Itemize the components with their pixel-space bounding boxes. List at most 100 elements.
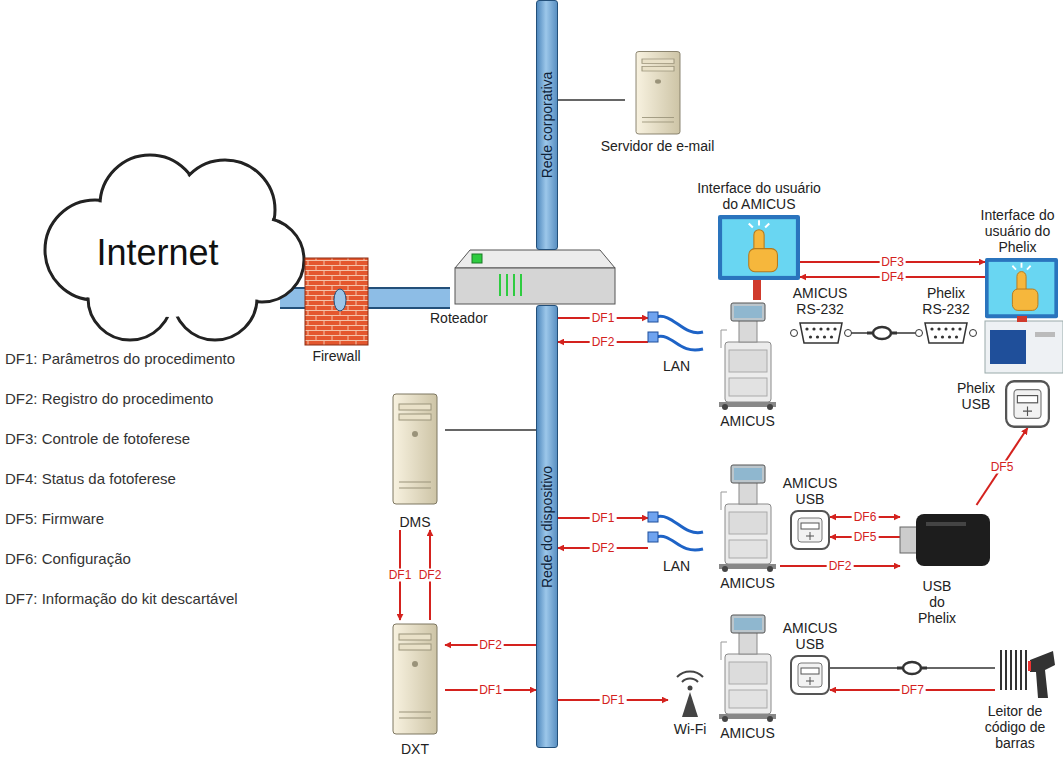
device-node: Phelix RS-232 (915, 320, 977, 346)
firewall-wall (305, 258, 368, 345)
wifi-antenna (677, 671, 703, 682)
screen-stand (1017, 316, 1027, 322)
device-label: Internet (35, 233, 280, 273)
device-label: AMICUS (713, 575, 783, 591)
device-node: DMS (385, 390, 445, 530)
legend-entry: DF4: Status da fotoferese (5, 470, 176, 488)
wifi-antenna (677, 671, 703, 717)
device-label: AMICUS USB (778, 475, 842, 507)
flow-label: DF4 (879, 271, 906, 284)
device-label: Phelix USB (953, 380, 999, 412)
legend-entry: DF1: Parâmetros do procedimento (5, 350, 235, 368)
device-node: AMICUS (715, 462, 780, 572)
barcode-scanner (997, 650, 1055, 698)
device-node: DXT (385, 620, 445, 757)
flow-label: DF1 (590, 312, 617, 325)
device-label: AMICUS USB (778, 620, 842, 652)
device-node: Internet (35, 165, 280, 340)
device-label: USB do Phelix (913, 578, 961, 626)
barcode-scanner (1028, 661, 1031, 671)
device-node: LAN (648, 505, 705, 555)
network-band: Rede corporativa (536, 0, 558, 250)
legend-entry: DF5: Firmware (5, 510, 104, 528)
flow-label: DF1 (600, 694, 627, 707)
device-label: Interface do usuário do Phelix (977, 207, 1059, 255)
data-flow-arrow (977, 428, 1028, 505)
phelix-screen (985, 258, 1058, 318)
amicus-screen (718, 215, 800, 280)
flow-label: DF5 (852, 531, 879, 544)
usb-stick (916, 514, 990, 566)
flow-label: DF2 (827, 560, 854, 573)
device-node: Phelix USB (1005, 380, 1050, 428)
phelix-device (985, 321, 1063, 373)
phelix-device (990, 330, 1026, 364)
device-node: Interface do usuário do AMICUS (718, 215, 800, 280)
rs232-port (791, 323, 852, 343)
lan-cable (648, 512, 703, 550)
device-label: Phelix RS-232 (914, 285, 978, 317)
amicus-device (719, 465, 776, 572)
flow-label: DF2 (417, 569, 444, 582)
device-node: AMICUS (715, 300, 780, 410)
flow-label: DF1 (590, 512, 617, 525)
usb-port (791, 656, 829, 694)
device-label: Firewall (297, 348, 377, 364)
router-box (455, 250, 615, 304)
screen-stand (753, 280, 761, 300)
flow-label: DF7 (899, 684, 926, 697)
device-node: LAN (648, 305, 705, 355)
amicus-device (719, 615, 776, 722)
usb-stick (900, 514, 990, 566)
device-node: AMICUS RS-232 (790, 320, 850, 346)
usb-port (1006, 381, 1049, 427)
amicus-device (719, 303, 776, 410)
device-label: Leitor de código de barras (978, 703, 1052, 751)
device-label: AMICUS (713, 413, 783, 429)
link-line (445, 430, 536, 431)
scanner-cable (897, 662, 927, 674)
device-node: Roteador (450, 248, 615, 305)
network-name: Rede corporativa (539, 72, 555, 179)
firewall-wall (305, 258, 368, 345)
flow-label: DF2 (590, 336, 617, 349)
dxt-server (393, 624, 437, 734)
network-name: Rede do dispositivo (539, 465, 555, 587)
flow-label: DF1 (477, 684, 504, 697)
usb-stick (900, 527, 918, 553)
wifi-antenna (682, 692, 698, 717)
router-box (472, 254, 482, 263)
device-node: Interface do usuário do Phelix (985, 258, 1058, 318)
device-node: Leitor de código de barras (995, 645, 1055, 700)
flow-label: DF1 (387, 569, 414, 582)
dms-server (393, 394, 437, 504)
flow-label: DF5 (989, 460, 1016, 473)
device-label: Interface do usuário do AMICUS (689, 180, 829, 212)
rs232-port (916, 323, 977, 343)
device-label: Roteador (430, 310, 488, 326)
device-label: Servidor de e-mail (593, 138, 723, 154)
router-box (455, 250, 615, 268)
device-node: AMICUS USB (790, 510, 830, 548)
firewall-wall (334, 289, 346, 311)
phelix-device (1035, 332, 1055, 337)
network-band: Rede do dispositivo (536, 305, 558, 748)
device-label: AMICUS RS-232 (788, 285, 852, 317)
link-line (558, 99, 625, 101)
phelix-device (985, 321, 1063, 373)
flow-label: DF3 (879, 256, 906, 269)
email-server (636, 52, 680, 135)
flow-label: DF6 (852, 511, 879, 524)
device-node: Firewall (305, 258, 368, 345)
device-node: AMICUS (715, 612, 780, 722)
device-label: AMICUS (713, 725, 783, 741)
data-flow-arrow (977, 428, 1028, 505)
router-box (455, 268, 615, 304)
wifi-antenna (688, 686, 693, 691)
device-node: USB do Phelix (900, 505, 990, 575)
serial-cable (867, 327, 897, 339)
usb-port (791, 511, 829, 549)
barcode-scanner (997, 650, 1027, 690)
